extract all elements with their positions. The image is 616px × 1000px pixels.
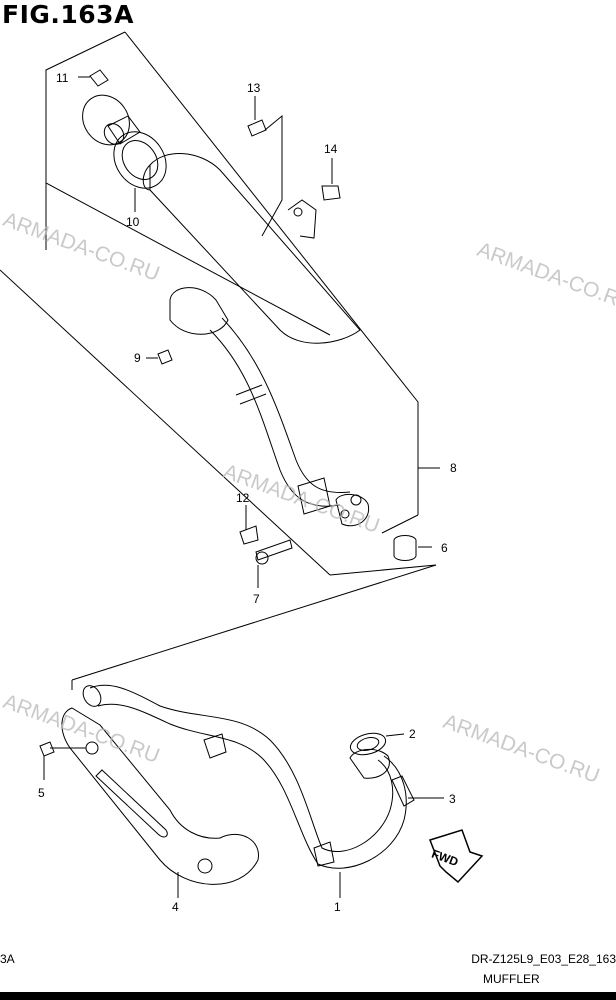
fwd-arrow-icon: FWD bbox=[429, 829, 484, 884]
callout-1: 1 bbox=[334, 900, 341, 914]
rubber-6 bbox=[393, 535, 417, 561]
footer-section-name: MUFFLER bbox=[483, 972, 540, 986]
callout-2: 2 bbox=[409, 727, 416, 741]
tail-pipe-end bbox=[103, 123, 125, 145]
callout-11: 11 bbox=[56, 71, 69, 85]
bolt-9 bbox=[157, 349, 173, 365]
footer-figure-ref: 3A bbox=[0, 952, 15, 966]
pipe-band bbox=[235, 384, 263, 396]
bottom-border bbox=[0, 992, 616, 1000]
callout-10: 10 bbox=[126, 215, 140, 229]
assembly-frame-line bbox=[329, 564, 437, 576]
exhaust-flange bbox=[349, 749, 390, 779]
callout-13: 13 bbox=[247, 81, 261, 95]
muffler-canister bbox=[149, 153, 361, 344]
stud-3 bbox=[391, 775, 415, 807]
pipe-clamp bbox=[297, 477, 331, 515]
gasket-10-inner bbox=[121, 140, 159, 180]
heat-shield-hole bbox=[197, 858, 213, 874]
callout-8: 8 bbox=[450, 461, 457, 475]
leader-line bbox=[385, 733, 405, 737]
muffler-inlet-pipe bbox=[221, 317, 351, 494]
assembly-frame-line bbox=[71, 564, 437, 681]
pipe-band bbox=[239, 393, 267, 405]
callout-14: 14 bbox=[324, 142, 338, 156]
clamp-ring bbox=[335, 494, 370, 527]
mount-bracket bbox=[287, 199, 317, 239]
clamp-hole bbox=[340, 509, 350, 519]
callout-5: 5 bbox=[38, 786, 45, 800]
bolt-5 bbox=[39, 741, 55, 757]
figure-title: FIG.163A bbox=[2, 0, 134, 29]
callout-9: 9 bbox=[134, 351, 141, 365]
bracket-outline bbox=[261, 114, 283, 237]
exhaust-pipe bbox=[89, 684, 394, 853]
nut-14 bbox=[321, 185, 341, 201]
assembly-frame-line bbox=[45, 31, 331, 336]
callout-labels: 1 2 3 4 5 6 7 8 9 10 11 12 13 14 bbox=[38, 71, 457, 914]
exhaust-pipe-inlet bbox=[82, 685, 102, 707]
muffler-inlet-pipe bbox=[209, 329, 341, 507]
bolt-12 bbox=[239, 525, 259, 545]
callout-3: 3 bbox=[449, 792, 456, 806]
mount-hole bbox=[293, 207, 303, 217]
heat-shield-slot bbox=[95, 769, 168, 838]
exhaust-pipe bbox=[97, 703, 407, 869]
tail-pipe bbox=[107, 115, 141, 145]
assembly-frame-line bbox=[124, 31, 419, 515]
callout-4: 4 bbox=[172, 900, 179, 914]
footer-model-code: DR-Z125L9_E03_E28_163 bbox=[471, 952, 616, 966]
callout-7: 7 bbox=[253, 592, 260, 606]
muffler-end-cap bbox=[142, 164, 151, 191]
heat-shield-4 bbox=[61, 707, 259, 885]
callout-12: 12 bbox=[236, 491, 250, 505]
clamp-hole bbox=[350, 494, 362, 506]
muffler-lower-body bbox=[169, 287, 229, 335]
assembly-frame-line bbox=[381, 514, 419, 534]
bolt-7-head bbox=[255, 551, 269, 565]
callout-6: 6 bbox=[441, 541, 448, 555]
gasket-10 bbox=[113, 131, 167, 189]
gasket-2-inner bbox=[356, 737, 380, 751]
end-cap-plate bbox=[82, 94, 130, 146]
bolt-13 bbox=[247, 119, 267, 137]
assembly-frame-line bbox=[0, 269, 331, 576]
pipe-clip bbox=[313, 841, 335, 867]
bolt-11 bbox=[89, 69, 109, 87]
gasket-2 bbox=[349, 732, 387, 756]
bolt-7 bbox=[255, 539, 293, 561]
pipe-bracket bbox=[203, 733, 227, 759]
